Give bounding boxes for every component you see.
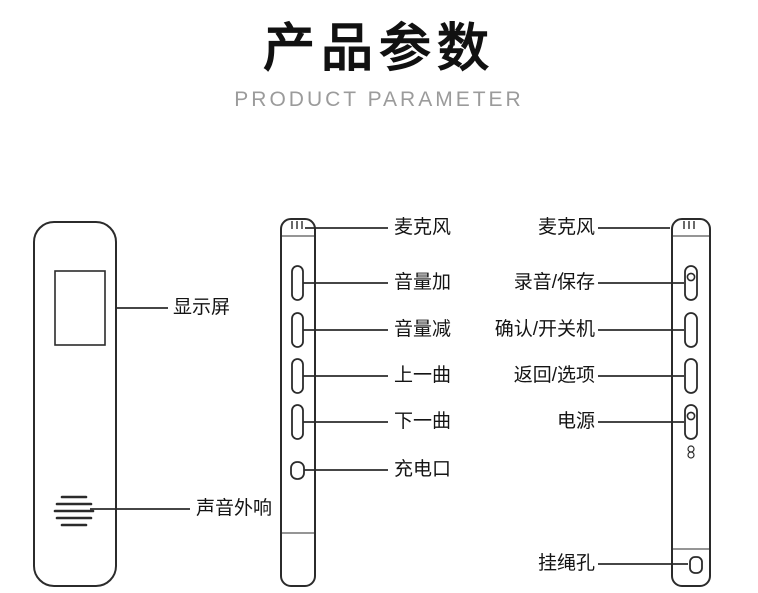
volume-down-button bbox=[291, 312, 304, 348]
device-front-view bbox=[33, 221, 117, 587]
page-title: 产品参数 bbox=[262, 20, 495, 78]
record-switch-knob bbox=[686, 272, 696, 282]
connector-lines bbox=[90, 227, 688, 565]
charging-port bbox=[290, 461, 305, 480]
label-confirm-power: 确认/开关机 bbox=[494, 319, 595, 340]
microphone-grille-icon bbox=[291, 221, 303, 229]
label-volume-down: 音量减 bbox=[394, 319, 452, 340]
display-screen bbox=[54, 270, 106, 346]
power-switch bbox=[684, 404, 698, 440]
device-front-body bbox=[33, 221, 117, 587]
device-side-body bbox=[280, 218, 316, 587]
label-speaker-output: 声音外响 bbox=[196, 498, 273, 519]
label-back-options: 返回/选项 bbox=[513, 365, 595, 386]
lanyard-hole bbox=[689, 556, 703, 574]
label-microphone-control: 麦克风 bbox=[537, 217, 595, 238]
reset-hole-icon bbox=[687, 445, 695, 459]
volume-up-button bbox=[291, 265, 304, 301]
page-subtitle: PRODUCT PARAMETER bbox=[234, 88, 524, 111]
label-previous-track: 上一曲 bbox=[394, 365, 452, 386]
record-save-switch bbox=[684, 265, 698, 301]
previous-track-button bbox=[291, 358, 304, 394]
device-control-body bbox=[671, 218, 711, 587]
label-display-screen: 显示屏 bbox=[173, 297, 231, 318]
device-control-view bbox=[671, 218, 711, 587]
label-lanyard-hole: 挂绳孔 bbox=[537, 553, 595, 574]
label-volume-up: 音量加 bbox=[394, 272, 452, 293]
label-record-save: 录音/保存 bbox=[513, 272, 595, 293]
confirm-power-button bbox=[684, 312, 698, 348]
power-switch-knob bbox=[686, 411, 696, 421]
label-next-track: 下一曲 bbox=[394, 411, 452, 432]
next-track-button bbox=[291, 404, 304, 440]
speaker-grille bbox=[53, 495, 95, 527]
label-power: 电源 bbox=[556, 411, 595, 432]
label-microphone-side: 麦克风 bbox=[394, 217, 452, 238]
device-side-view bbox=[280, 218, 316, 587]
microphone-grille-icon bbox=[683, 221, 695, 229]
back-options-button bbox=[684, 358, 698, 394]
label-charging-port: 充电口 bbox=[394, 459, 452, 480]
